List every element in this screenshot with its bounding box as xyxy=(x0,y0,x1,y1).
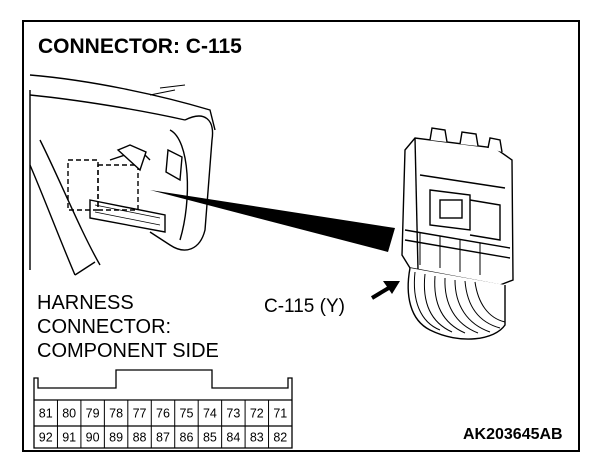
harness-label-line-3: COMPONENT SIDE xyxy=(37,340,219,362)
pin-top-73: 73 xyxy=(226,407,240,421)
harness-label-line-2: CONNECTOR: xyxy=(37,316,172,338)
harness-connector-face xyxy=(33,369,293,449)
pin-top-77: 77 xyxy=(133,407,147,421)
pin-bottom-90: 90 xyxy=(86,431,100,445)
pin-bottom-91: 91 xyxy=(62,431,76,445)
diagram-title: CONNECTOR: C-115 xyxy=(38,35,242,58)
pin-bottom-85: 85 xyxy=(203,431,217,445)
pin-bottom-83: 83 xyxy=(250,431,264,445)
pin-top-72: 72 xyxy=(250,407,264,421)
pointer-wedge xyxy=(150,190,395,252)
pin-bottom-88: 88 xyxy=(133,431,147,445)
pin-top-74: 74 xyxy=(203,407,217,421)
ecu-connector-illustration xyxy=(401,127,514,340)
pin-top-71: 71 xyxy=(273,407,287,421)
dashboard-illustration xyxy=(29,74,216,276)
pin-bottom-87: 87 xyxy=(156,431,170,445)
pin-bottom-92: 92 xyxy=(39,431,53,445)
pin-top-75: 75 xyxy=(180,407,194,421)
arrow-icon xyxy=(370,281,400,300)
harness-label-line-1: HARNESS xyxy=(37,292,134,314)
pin-bottom-86: 86 xyxy=(180,431,194,445)
pin-top-78: 78 xyxy=(109,407,123,421)
pin-top-80: 80 xyxy=(62,407,76,421)
pin-bottom-82: 82 xyxy=(273,431,287,445)
pin-cells: 81 80 79 78 77 76 75 74 73 72 71 92 91 90 89 88 87 86 85 84… xyxy=(34,399,292,448)
harness-label: HARNESS CONNECTOR: COMPONENT SIDE xyxy=(37,291,219,363)
pin-bottom-89: 89 xyxy=(109,431,123,445)
pin-top-76: 76 xyxy=(156,407,170,421)
pin-top-79: 79 xyxy=(86,407,100,421)
figure-id: AK203645AB xyxy=(463,426,563,443)
pin-top-81: 81 xyxy=(39,407,53,421)
pin-bottom-84: 84 xyxy=(226,431,240,445)
connector-callout-label: C-115 (Y) xyxy=(264,296,345,317)
